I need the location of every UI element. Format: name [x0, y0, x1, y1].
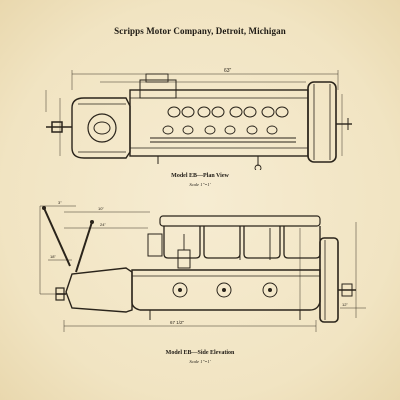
cylinder-ports-lower [162, 125, 278, 135]
cylinder-ports-upper [167, 106, 289, 118]
plan-view-drawing: 63" [45, 68, 352, 170]
document-heading: Scripps Motor Company, Detroit, Michigan [114, 26, 286, 36]
side-elevation-caption: Model EB—Side Elevation [165, 350, 235, 356]
side-elevation-scale: Scale 1"=1' [189, 359, 211, 364]
side-dim-upper: 10" [98, 206, 104, 211]
side-dim-left: 18" [50, 254, 56, 259]
crankcase-bosses [172, 282, 278, 298]
cylinder-jackets [163, 226, 321, 259]
plan-view-scale: Scale 1"=1' [189, 182, 211, 187]
side-dim-mid: 24" [100, 222, 106, 227]
plan-overall-dimension: 63" [224, 68, 232, 74]
side-elevation-drawing: 3" 10" 24" 18" 12" 67 1/2" [39, 200, 366, 332]
plan-view-caption: Model EB—Plan View [171, 173, 229, 179]
side-dim-top: 3" [58, 200, 62, 205]
side-dim-right: 12" [342, 302, 348, 307]
side-overall-dimension: 67 1/2" [170, 320, 185, 325]
